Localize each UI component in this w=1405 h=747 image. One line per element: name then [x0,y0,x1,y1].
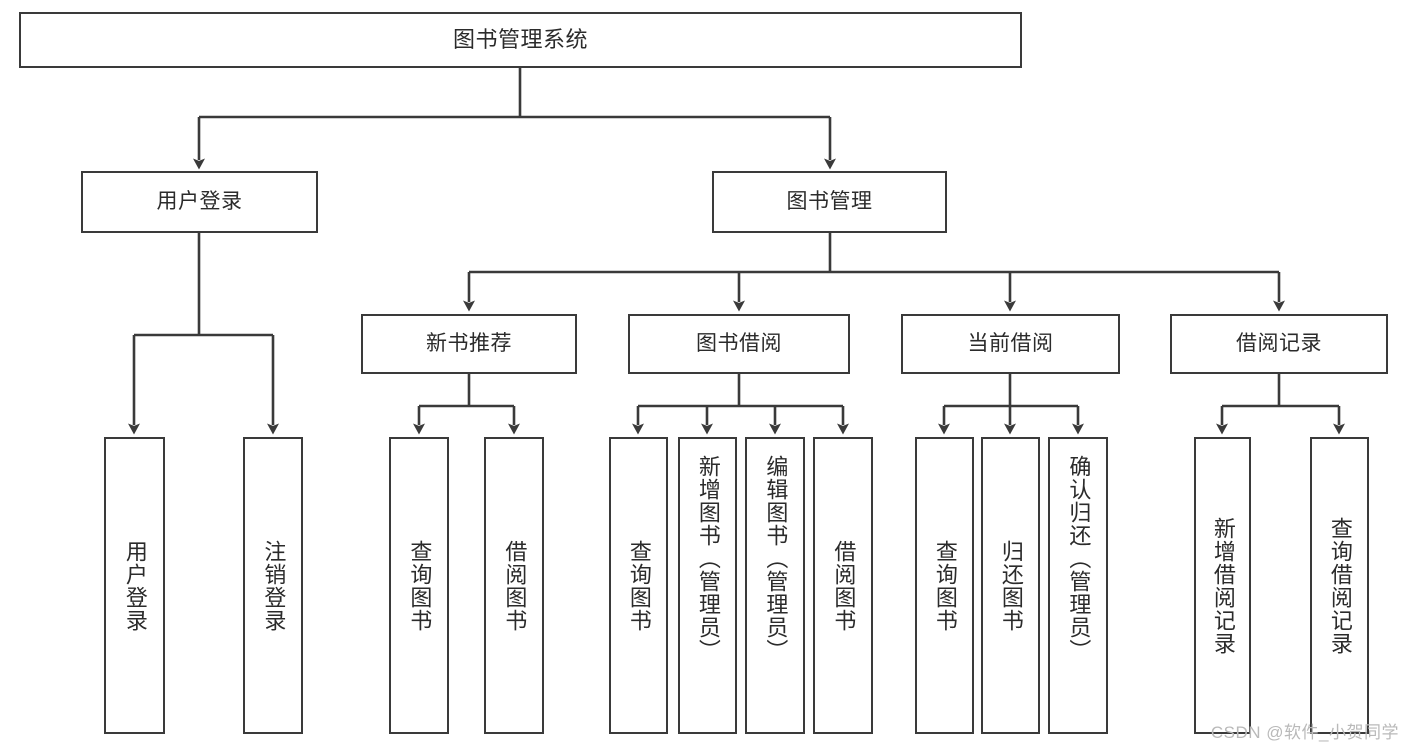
node-book-manage[interactable]: 图书管理 [712,171,947,233]
node-leaf-query-book-1[interactable]: 查询图书 [389,437,449,734]
node-leaf-return-book[interactable]: 归还图书 [981,437,1040,734]
node-leaf-borrow-book-1[interactable]: 借阅图书 [484,437,544,734]
node-label: 查询借阅记录 [1327,516,1353,655]
node-leaf-query-book-3[interactable]: 查询图书 [915,437,974,734]
node-leaf-user-login[interactable]: 用户登录 [104,437,165,734]
node-label: 新增借阅记录 [1210,516,1236,655]
node-borrow-record[interactable]: 借阅记录 [1170,314,1388,374]
node-leaf-edit-book[interactable]: 编辑图书（管理员） [745,437,805,734]
node-leaf-add-record[interactable]: 新增借阅记录 [1194,437,1251,734]
node-label: 当前借阅 [967,332,1054,356]
node-label: 编辑图书（管理员） [763,455,789,662]
node-label: 用户登录 [156,190,243,214]
node-label: 借阅记录 [1236,332,1322,356]
node-label: 注销登录 [261,539,287,632]
node-label: 查询图书 [932,539,958,632]
node-label: 图书管理 [786,190,873,214]
node-new-book-recommend[interactable]: 新书推荐 [361,314,577,374]
node-leaf-confirm-return[interactable]: 确认归还（管理员） [1048,437,1108,734]
node-label: 借阅图书 [502,539,528,632]
node-label: 查询图书 [407,539,433,632]
node-label: 新增图书（管理员） [695,455,721,662]
node-current-borrow[interactable]: 当前借阅 [901,314,1120,374]
node-leaf-logout[interactable]: 注销登录 [243,437,303,734]
node-label: 归还图书 [998,539,1024,632]
node-label: 图书借阅 [696,332,782,356]
node-leaf-add-book[interactable]: 新增图书（管理员） [678,437,737,734]
node-label: 确认归还（管理员） [1066,455,1092,662]
node-leaf-query-book-2[interactable]: 查询图书 [609,437,668,734]
watermark: CSDN @软件_小贺同学 [1210,723,1399,742]
node-label: 用户登录 [122,539,148,632]
node-leaf-query-record[interactable]: 查询借阅记录 [1310,437,1369,734]
node-book-borrow[interactable]: 图书借阅 [628,314,850,374]
node-label: 借阅图书 [831,539,857,632]
node-label: 查询图书 [626,539,652,632]
node-root[interactable]: 图书管理系统 [19,12,1022,68]
node-user-login[interactable]: 用户登录 [81,171,318,233]
node-label: 新书推荐 [426,332,512,356]
node-label: 图书管理系统 [452,26,588,52]
node-leaf-borrow-book-2[interactable]: 借阅图书 [813,437,873,734]
